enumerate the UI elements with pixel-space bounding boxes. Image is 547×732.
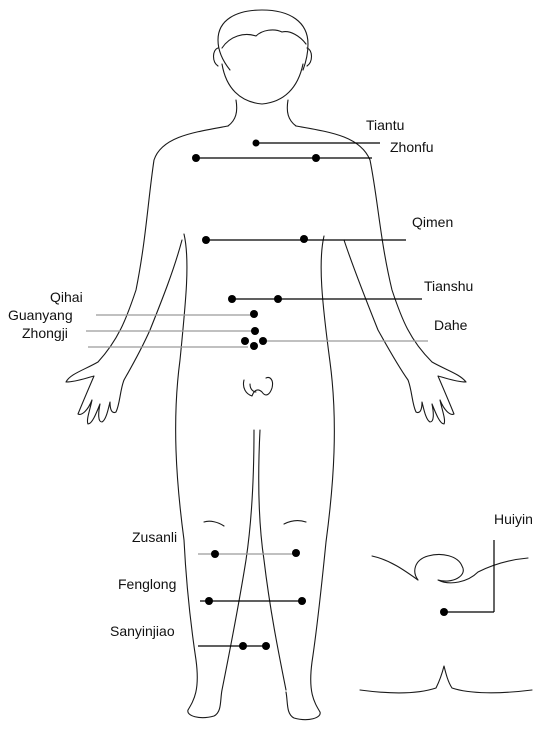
- zusanli-dot-right: [292, 549, 300, 557]
- left-arm-outline: [66, 126, 228, 424]
- hair-outline: [222, 30, 306, 48]
- dahe-dot-left: [241, 337, 249, 345]
- knee-sketch: [204, 521, 306, 526]
- sanyinjiao-dot-right: [262, 642, 270, 650]
- huiyin-inset-outline: [372, 554, 528, 582]
- label-fenglong: Fenglong: [118, 576, 176, 592]
- pelvis-sketch: [243, 377, 272, 396]
- sanyinjiao-dot-left: [239, 642, 247, 650]
- huiyin-inset: [360, 554, 532, 692]
- label-qihai: Qihai: [50, 289, 83, 305]
- qihai-dot: [250, 310, 258, 318]
- label-huiyin: Huiyin: [494, 511, 533, 527]
- label-tiantu: Tiantu: [366, 117, 404, 133]
- qimen-dot-right: [300, 235, 308, 243]
- zhongji-dot: [250, 342, 258, 350]
- torso-right-outline: [286, 236, 334, 720]
- label-zusanli: Zusanli: [132, 529, 177, 545]
- label-sanyinjiao: Sanyinjiao: [110, 623, 175, 639]
- body-outline: [66, 10, 466, 720]
- torso-left-outline: [176, 234, 222, 718]
- inner-legs-outline: [222, 430, 286, 690]
- fenglong-dot-left: [205, 597, 213, 605]
- head-outline: [214, 10, 312, 70]
- label-tianshu: Tianshu: [424, 278, 473, 294]
- acupoint-dots: [192, 140, 448, 651]
- label-dahe: Dahe: [434, 317, 468, 333]
- label-qimen: Qimen: [412, 214, 453, 230]
- qimen-dot-left: [202, 236, 210, 244]
- jaw-outline: [222, 64, 303, 104]
- zusanli-dot-left: [211, 550, 219, 558]
- guanyang-dot: [251, 327, 259, 335]
- tianshu-dot-left: [228, 295, 236, 303]
- tianshu-dot-right: [274, 295, 282, 303]
- label-guanyang: Guanyang: [8, 307, 73, 323]
- huiyin-dot: [440, 608, 448, 616]
- dahe-dot-right: [259, 337, 267, 345]
- zhonfu-dot-right: [312, 154, 320, 162]
- huiyin-inset-lower: [360, 666, 532, 693]
- zhonfu-dot-left: [192, 154, 200, 162]
- label-zhonfu: Zhonfu: [390, 139, 434, 155]
- fenglong-dot-right: [298, 597, 306, 605]
- tiantu-dot: [253, 140, 260, 147]
- label-zhongji: Zhongji: [22, 325, 68, 341]
